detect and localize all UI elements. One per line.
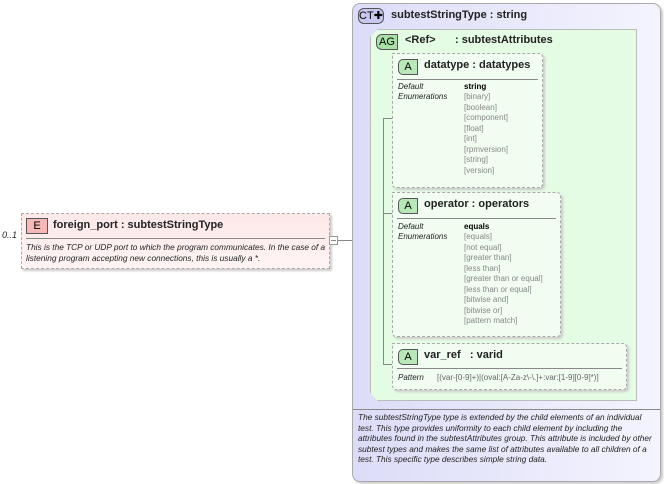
attribute-badge-icon: A xyxy=(398,59,418,75)
enumerations-label: Enumerations xyxy=(398,232,448,241)
element-box[interactable]: E foreign_port : subtestStringType This … xyxy=(21,213,330,269)
enumeration-value: [float] xyxy=(464,123,484,133)
attribute-var-ref[interactable]: A var_ref : varid Pattern [(var-[0-9]+)|… xyxy=(392,343,627,390)
complex-type-badge-icon: CT✚ xyxy=(358,8,384,24)
enumeration-list: [equals][not equal][greater than][less t… xyxy=(464,232,543,327)
branch xyxy=(383,118,392,119)
tree-line xyxy=(383,118,384,365)
enumeration-value: [less than or equal] xyxy=(464,284,532,294)
element-description: This is the TCP or UDP port to which the… xyxy=(26,242,326,263)
enumeration-list: [binary][boolean][component][float][int]… xyxy=(464,92,508,176)
enumeration-value: [boolean] xyxy=(464,102,497,112)
divider xyxy=(26,238,325,239)
attribute-group-name: : subtestAttributes xyxy=(455,34,553,46)
multiplicity: 0..1 xyxy=(2,230,18,240)
enumeration-value: [pattern match] xyxy=(464,316,518,325)
enumeration-value: [bitwise or] xyxy=(464,305,503,315)
enumeration-value: [binary] xyxy=(464,92,491,101)
attribute-badge-icon: A xyxy=(398,198,418,214)
enumeration-value: [greater than] xyxy=(464,253,512,262)
attribute-badge-icon: A xyxy=(398,349,418,365)
enumeration-value: [greater than or equal] xyxy=(464,274,543,283)
enumeration-value: [string] xyxy=(464,155,489,164)
attribute-group-ref: <Ref> xyxy=(405,34,436,46)
branch xyxy=(383,364,392,365)
element-badge-icon: E xyxy=(26,218,48,234)
attribute-operator[interactable]: A operator : operators Default Enumerati… xyxy=(392,192,561,337)
complex-type-description: The subtestStringType type is extended b… xyxy=(358,412,652,464)
complex-type-title: subtestStringType : string xyxy=(391,9,528,21)
enumeration-value: [component] xyxy=(464,113,509,122)
branch xyxy=(383,213,392,214)
enumeration-value: [version] xyxy=(464,165,495,175)
pattern-label: Pattern xyxy=(398,373,424,382)
attribute-title: operator : operators xyxy=(424,198,530,210)
enumeration-value: [not equal] xyxy=(464,242,502,252)
pattern-value: [(var-[0-9]+)|(oval:[A-Za-z\-\.]+:var:[1… xyxy=(437,373,599,382)
enumeration-value: [rpmversion] xyxy=(464,144,509,154)
element-title: foreign_port : subtestStringType xyxy=(53,219,224,231)
enumerations-label: Enumerations xyxy=(398,92,448,101)
default-label: Default xyxy=(398,82,424,91)
enumeration-value: [int] xyxy=(464,134,477,143)
enumeration-value: [bitwise and] xyxy=(464,295,509,304)
ct-label: CT xyxy=(359,10,374,22)
enumeration-value: [equals] xyxy=(464,232,493,241)
default-value: equals xyxy=(464,222,490,231)
attribute-datatype[interactable]: A datatype : datatypes Default Enumerati… xyxy=(392,53,543,188)
default-label: Default xyxy=(398,222,424,231)
connector xyxy=(337,240,352,241)
enumeration-value: [less than] xyxy=(464,263,501,273)
attribute-title: var_ref : varid xyxy=(424,349,503,361)
default-value: string xyxy=(464,82,487,91)
attribute-group-badge-icon: AG xyxy=(376,34,398,50)
attribute-title: datatype : datatypes xyxy=(424,59,531,71)
